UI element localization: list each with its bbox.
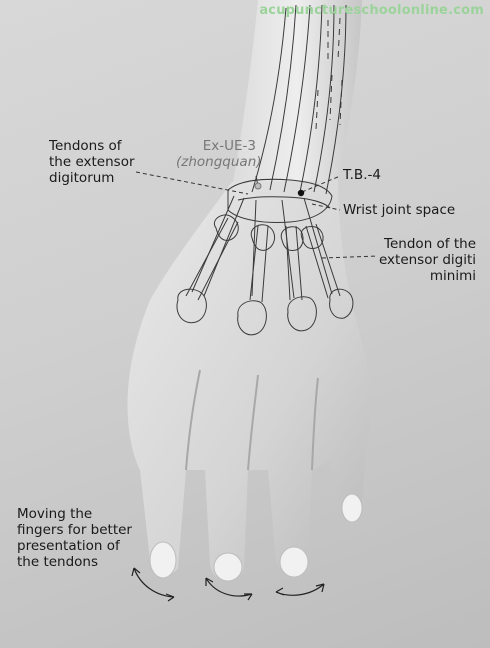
movement-arrows (131, 567, 325, 602)
label-line: Tendon of the (384, 236, 476, 252)
label-ex-ue-3: Ex-UE-3 (zhongquan) (176, 138, 262, 170)
hand-silhouette (127, 180, 371, 582)
label-italic-text: (zhongquan) (176, 154, 262, 170)
label-line: minimi (429, 268, 476, 284)
watermark-text: acupunctureschoolonline.com (259, 3, 484, 18)
label-line: the tendons (17, 554, 99, 570)
metacarpals (176, 195, 354, 336)
label-line: the extensor (49, 154, 135, 170)
label-line: extensor digiti (378, 252, 476, 268)
label-line: Ex-UE-3 (202, 138, 256, 154)
ex-ue-3-point (254, 182, 262, 190)
label-tb4: T.B.-4 (343, 167, 381, 183)
label-line-italic: (zhongquan) (176, 154, 262, 170)
carpal-region (227, 178, 333, 223)
leader-tendons-extensor (135, 171, 249, 195)
label-tendons-extensor-digitorum: Tendons of the extensor digitorum (49, 138, 135, 186)
forearm-tendons (251, 4, 347, 195)
label-wrist-joint-space: Wrist joint space (343, 202, 456, 218)
label-moving-fingers: Moving the fingers for better presentati… (17, 506, 132, 570)
forearm (232, 0, 362, 188)
leader-lines (135, 171, 379, 259)
label-line: Tendons of (49, 138, 122, 154)
label-line: fingers for better (17, 522, 132, 538)
leader-tendon-minimi (321, 255, 379, 259)
label-tendon-extensor-digiti-minimi: Tendon of the extensor digiti minimi (360, 236, 476, 284)
tb4-point (297, 189, 305, 197)
label-line: presentation of (17, 538, 120, 554)
label-line: Moving the (17, 506, 93, 522)
label-line: digitorum (49, 170, 115, 186)
leader-wrist-joint (311, 203, 341, 211)
